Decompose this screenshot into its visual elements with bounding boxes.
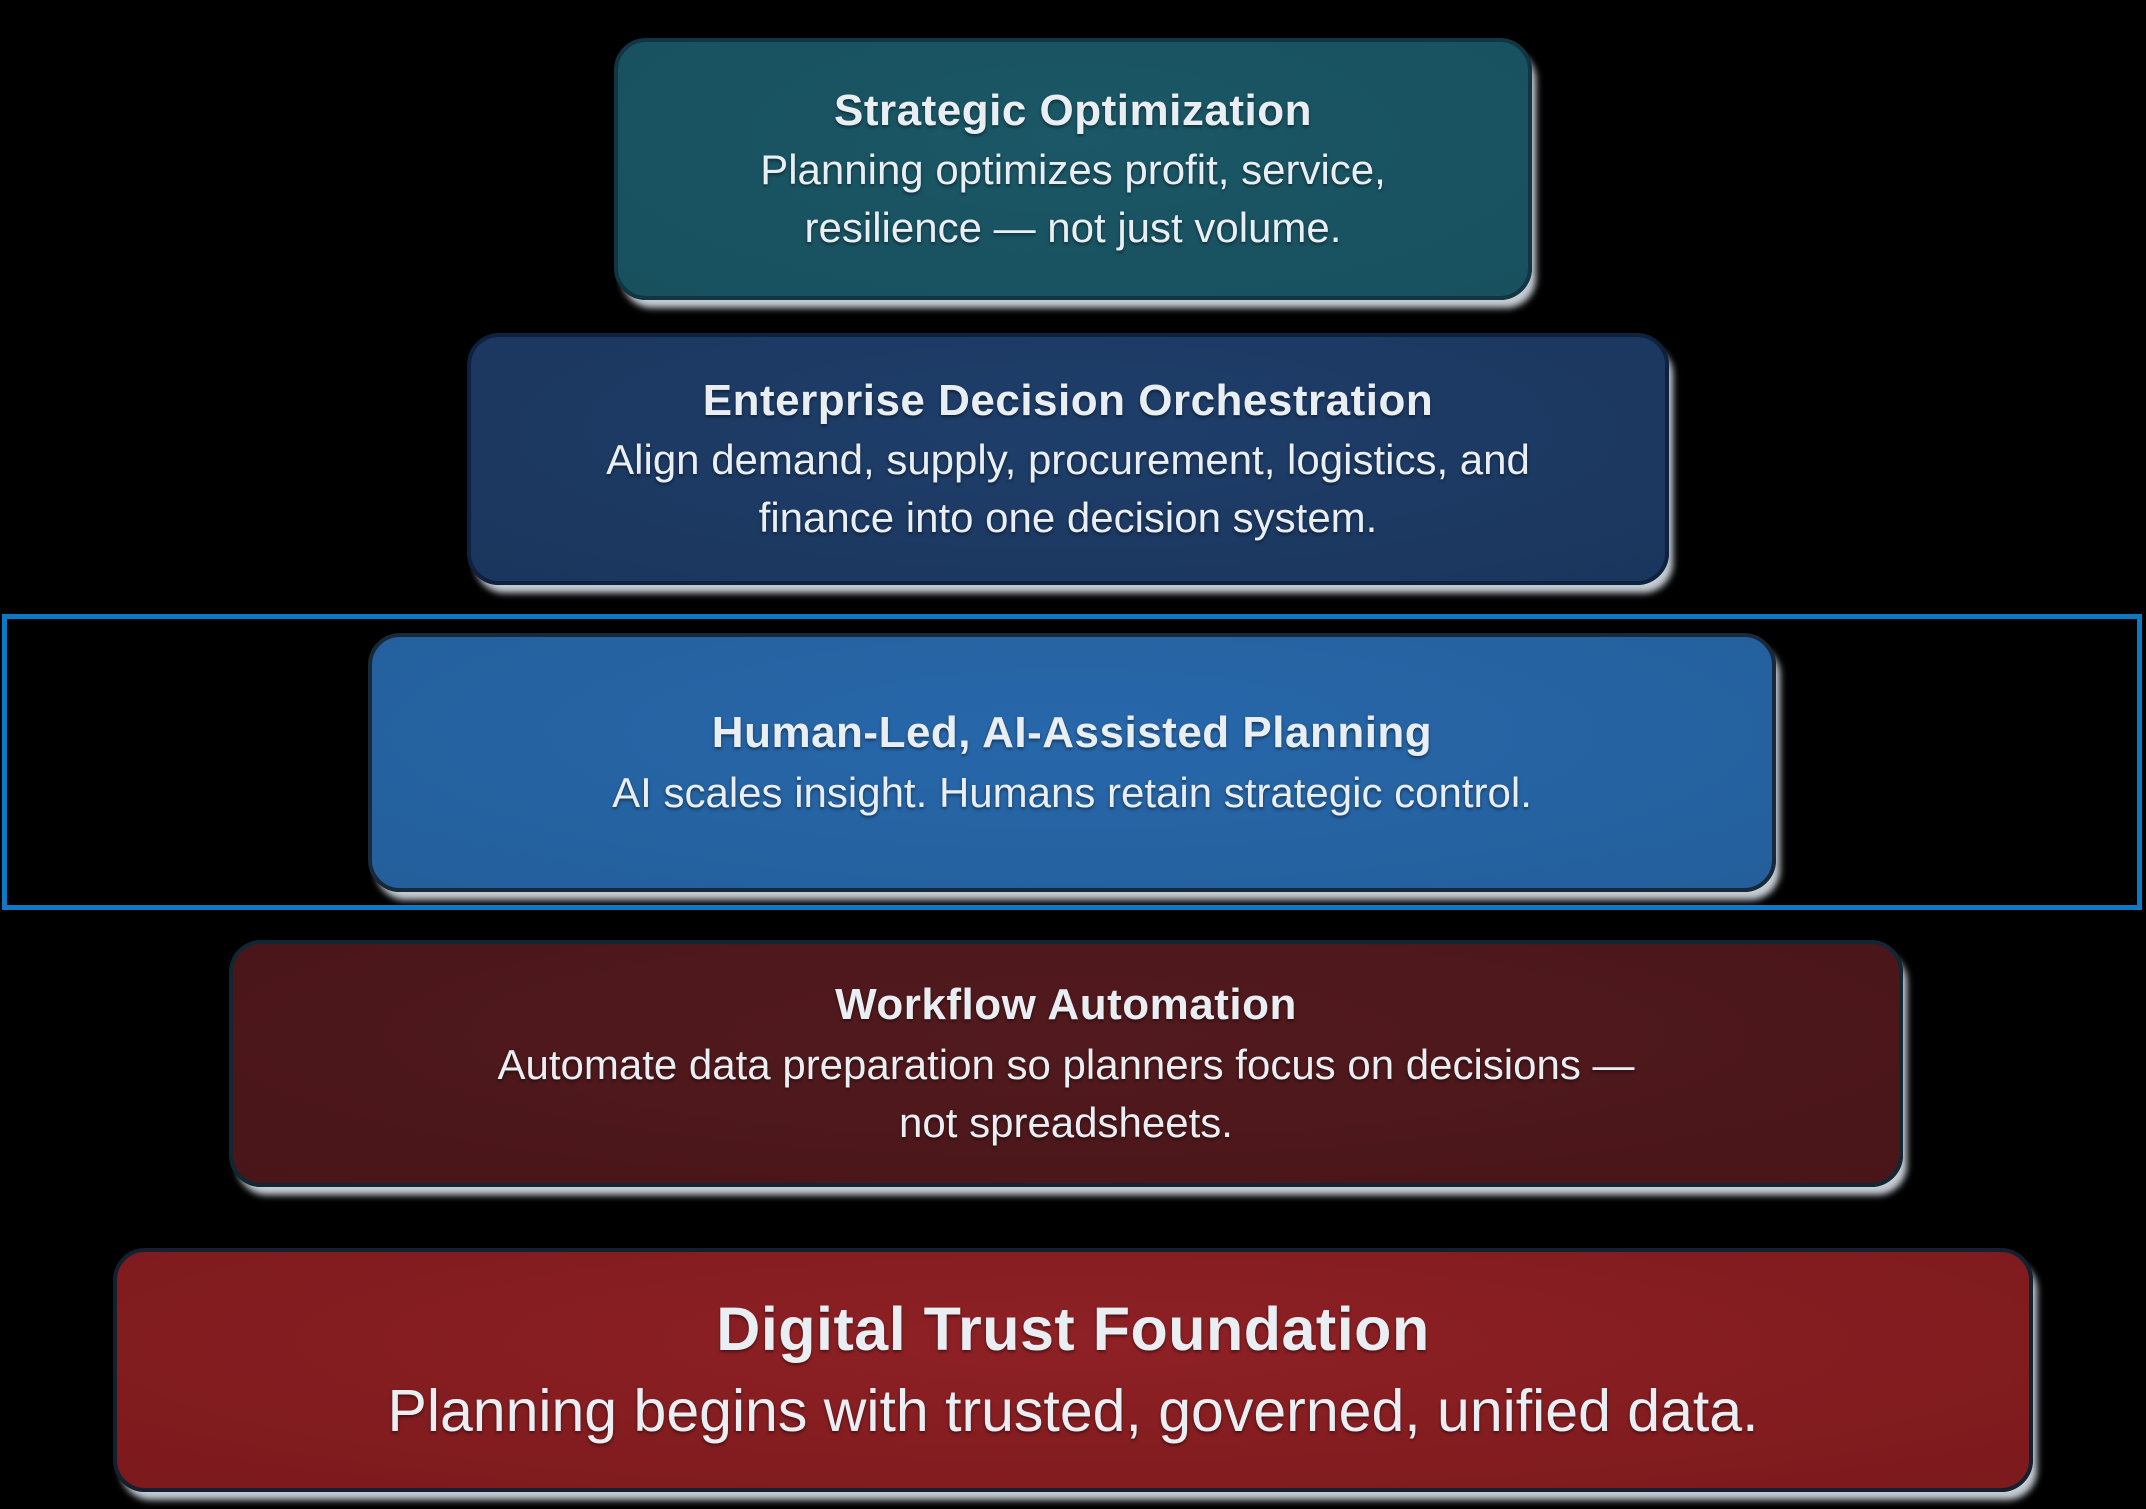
layer-description: AI scales insight. Humans retain strateg… [612,768,1532,816]
layer-title: Strategic Optimization [834,85,1312,135]
layer-enterprise-decision-orchestration: Enterprise Decision Orchestration Align … [467,333,1669,585]
layer-title: Digital Trust Foundation [716,1295,1430,1364]
layer-digital-trust-foundation: Digital Trust Foundation Planning begins… [113,1248,2033,1492]
selection-highlight-rectangle [2,614,2142,910]
layer-description: Planning optimizes profit, service, resi… [760,146,1386,252]
layer-workflow-automation: Workflow Automation Automate data prepar… [229,940,1903,1187]
layer-title: Workflow Automation [835,980,1297,1030]
layer-human-led-ai-assisted-planning: Human-Led, AI-Assisted Planning AI scale… [368,633,1776,892]
layer-strategic-optimization: Strategic Optimization Planning optimize… [614,38,1532,300]
layer-title: Enterprise Decision Orchestration [702,375,1434,425]
layer-description: Planning begins with trusted, governed, … [387,1378,1759,1445]
layer-title: Human-Led, AI-Assisted Planning [711,708,1433,758]
layer-description: Align demand, supply, procurement, logis… [606,436,1530,542]
layer-description: Automate data preparation so planners fo… [497,1040,1635,1146]
